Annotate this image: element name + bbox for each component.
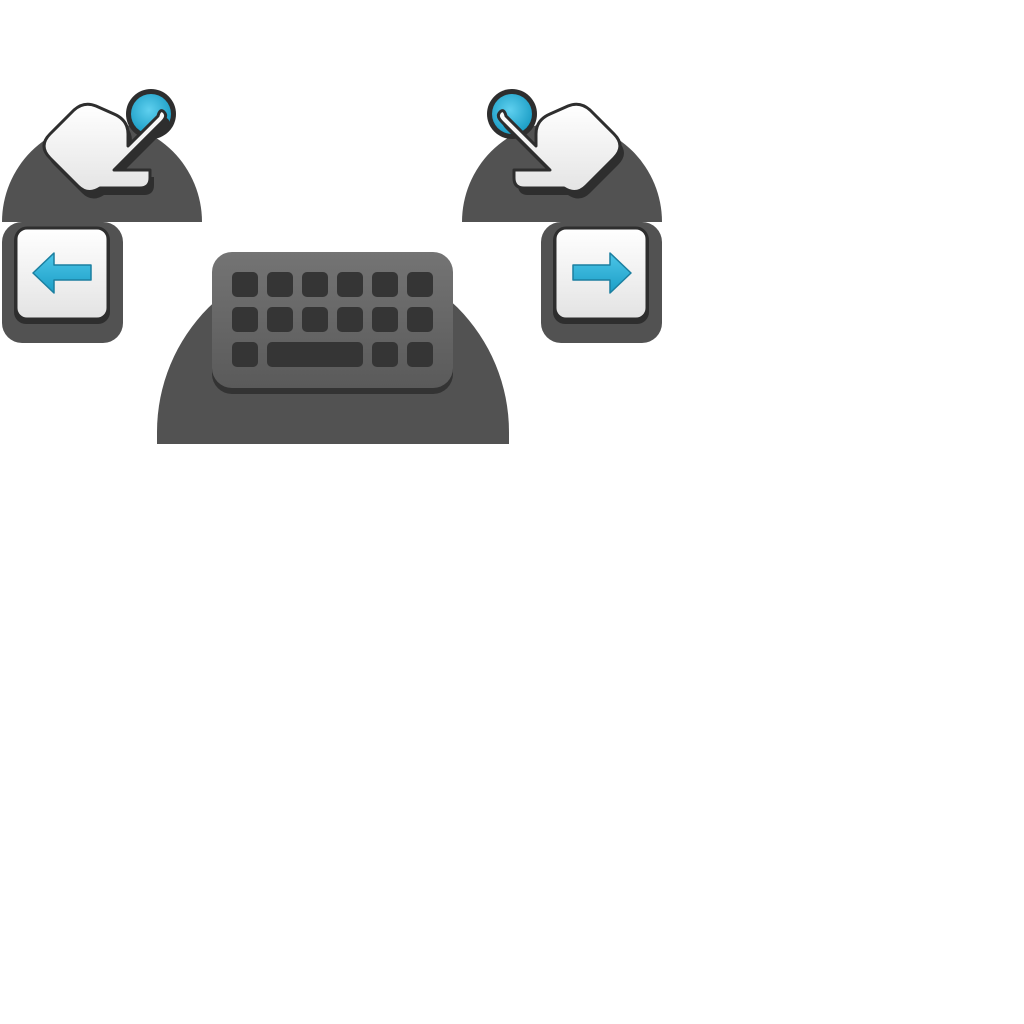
left-arrow-key[interactable] — [2, 222, 123, 343]
keyboard[interactable] — [157, 252, 509, 444]
hand-pointer-icon — [42, 102, 168, 193]
keyboard-keys — [232, 272, 433, 367]
spacebar — [267, 342, 363, 367]
hand-pointer-icon — [496, 102, 622, 193]
arrow-right-icon — [572, 252, 632, 294]
swipe-left-gesture[interactable] — [0, 84, 210, 224]
swipe-right-gesture[interactable] — [458, 84, 668, 224]
right-arrow-key[interactable] — [541, 222, 662, 343]
arrow-left-icon — [32, 252, 92, 294]
